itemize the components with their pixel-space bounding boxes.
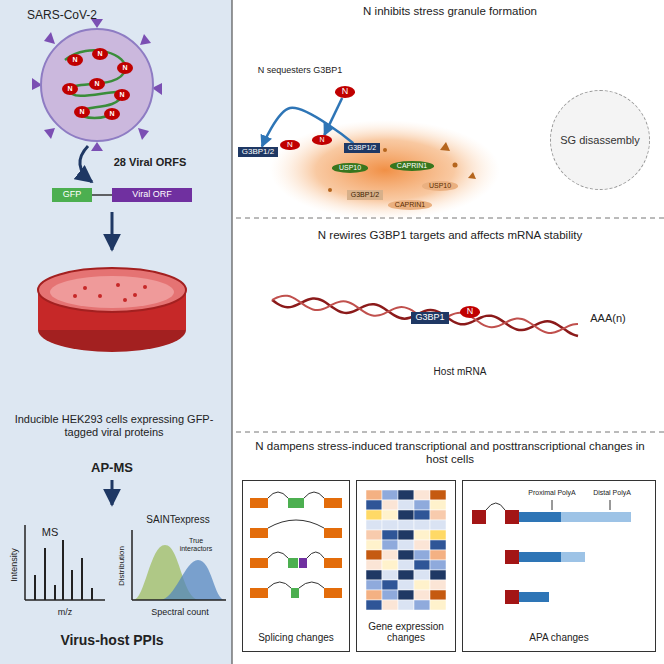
section-divider xyxy=(236,218,664,219)
label-text: MS xyxy=(42,526,59,539)
label-text: 28 Viral ORFS xyxy=(114,156,187,169)
label-text: Virus-host PPIs xyxy=(60,632,163,648)
heatmap xyxy=(366,490,446,610)
label-text: N inhibits stress granule formation xyxy=(363,5,537,18)
label-text: m/z xyxy=(58,607,73,617)
label-text: N xyxy=(97,50,102,58)
label-text: N dampens stress-induced transcriptional… xyxy=(245,440,655,466)
node-text: G3BP1/2 xyxy=(242,148,274,157)
host-mrna-strand xyxy=(272,296,578,336)
g3bp-protein: G3BP1/2 xyxy=(347,190,383,200)
flow-arrow xyxy=(262,108,353,147)
ms-spectrum xyxy=(25,525,105,600)
label-text: N xyxy=(94,80,99,88)
label-text: N rewires G3BP1 targets and affects mRNA… xyxy=(318,229,582,242)
g3bp-protein: G3BP1/2 xyxy=(344,143,380,153)
g3bp-protein: G3BP1/2 xyxy=(238,147,278,158)
node-text: G3BP1/2 xyxy=(351,191,379,199)
label-text: AP-MS xyxy=(91,461,133,476)
label-text: Spectral count xyxy=(151,607,209,617)
left-panel xyxy=(0,0,232,664)
label-text: Proximal PolyA xyxy=(528,489,575,497)
node-text: USP10 xyxy=(339,164,361,172)
n-protein: N xyxy=(312,135,331,145)
label-text: SAINTexpress xyxy=(146,514,209,526)
node-text: CAPRIN1 xyxy=(397,162,427,170)
saint-distribution xyxy=(132,530,226,600)
flow-arrow xyxy=(80,146,92,182)
label-text: N xyxy=(122,64,127,72)
label-text: AAA(n) xyxy=(590,312,625,325)
label-text: True interactors xyxy=(176,537,216,553)
label-text: Intensity xyxy=(9,548,19,582)
gfp-tag: GFP xyxy=(52,188,92,202)
node-text: G3BP1/2 xyxy=(348,144,376,152)
flow-arrow xyxy=(324,98,342,135)
sg-disassembly-circle: SG disassembly xyxy=(550,90,650,190)
node-text: G3BP1 xyxy=(415,313,444,323)
virus-particle xyxy=(32,19,162,151)
usp10-protein: USP10 xyxy=(332,163,368,173)
viral-orf: Viral ORF xyxy=(112,188,192,202)
node-text: SG disassembly xyxy=(560,134,639,146)
label-text: N xyxy=(119,91,124,99)
apa-illustration xyxy=(472,500,631,604)
flow-arrow xyxy=(111,212,114,250)
section-divider xyxy=(236,432,664,433)
caprin1-protein: CAPRIN1 xyxy=(388,200,432,210)
caprin1-protein: CAPRIN1 xyxy=(390,161,434,171)
label-text: N xyxy=(79,108,84,116)
label-text: N sequesters G3BP1 xyxy=(258,65,343,75)
node-text: Splicing changes xyxy=(258,632,334,643)
label-text: SARS-CoV-2 xyxy=(27,9,97,23)
label-text: Host mRNA xyxy=(434,366,487,378)
result-panel: Gene expression changes xyxy=(356,480,456,652)
panel-divider xyxy=(231,0,232,664)
node-text: USP10 xyxy=(429,182,451,190)
label-text: Distribution xyxy=(117,546,126,586)
label-text: N xyxy=(72,56,77,64)
construct-linker xyxy=(92,194,112,196)
result-panel: APA changes xyxy=(462,480,656,652)
node-text: N xyxy=(287,141,293,150)
label-text: N xyxy=(109,110,114,118)
label-text: N xyxy=(67,85,72,93)
result-panel: Splicing changes xyxy=(242,480,350,652)
usp10-protein: USP10 xyxy=(422,181,458,191)
splicing-illustration xyxy=(250,492,342,598)
node-text: N xyxy=(467,307,474,317)
petri-dish xyxy=(38,268,186,352)
granule-debris xyxy=(328,142,476,192)
node-text: N xyxy=(319,136,324,144)
label-text: Inducible HEK293 cells expressing GFP-ta… xyxy=(14,413,214,438)
stress-granule xyxy=(270,120,500,220)
node-text: Viral ORF xyxy=(132,190,171,200)
n-protein: N xyxy=(460,306,481,318)
node-text: GFP xyxy=(63,190,82,200)
g3bp-protein: G3BP1 xyxy=(411,312,448,324)
label-text: Distal PolyA xyxy=(593,489,631,497)
node-text: CAPRIN1 xyxy=(395,201,425,209)
flow-arrow xyxy=(111,480,114,505)
node-text: APA changes xyxy=(529,632,588,643)
node-text: Gene expression changes xyxy=(363,621,449,643)
node-text: N xyxy=(342,87,349,97)
n-protein: N xyxy=(335,86,356,98)
